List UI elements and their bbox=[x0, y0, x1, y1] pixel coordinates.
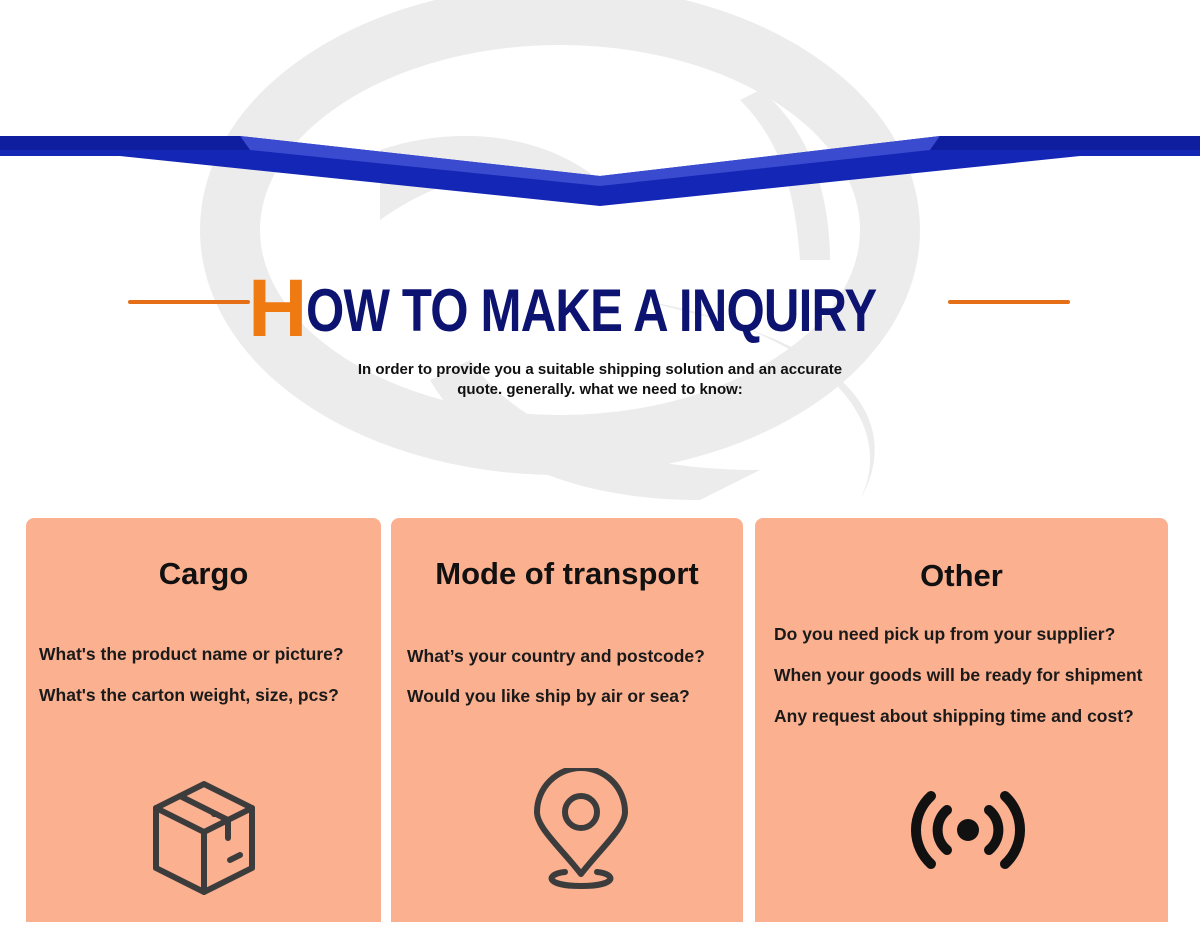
card-item: What's the product name or picture? bbox=[39, 644, 344, 664]
location-pin-icon bbox=[534, 768, 628, 889]
blue-chevron-banner bbox=[0, 136, 1200, 206]
card-title: Cargo bbox=[158, 556, 249, 591]
subtitle-line-2: quote. generally. what we need to know: bbox=[457, 381, 743, 398]
card-item: Any request about shipping time and cost… bbox=[774, 706, 1134, 726]
title-accent-line-left bbox=[128, 300, 250, 304]
card-title: Mode of transport bbox=[435, 556, 699, 591]
card-item: When your goods will be ready for shipme… bbox=[774, 665, 1143, 685]
title-initial: H bbox=[248, 263, 307, 354]
page-title: HOW TO MAKE A INQUIRY bbox=[0, 262, 1200, 356]
title-accent-line-right bbox=[948, 300, 1070, 304]
card-other: Other Do you need pick up from your supp… bbox=[755, 518, 1168, 922]
card-item: Would you like ship by air or sea? bbox=[407, 686, 690, 706]
card-item: What's the carton weight, size, pcs? bbox=[39, 685, 339, 705]
card-cargo: Cargo What's the product name or picture… bbox=[26, 518, 381, 922]
page-subtitle: In order to provide you a suitable shipp… bbox=[300, 360, 900, 400]
title-rest: OW TO MAKE A INQUIRY bbox=[306, 277, 877, 344]
card-mode-of-transport: Mode of transport What’s your country an… bbox=[391, 518, 743, 922]
card-title: Other bbox=[920, 558, 1003, 593]
broadcast-signal-icon bbox=[910, 791, 1026, 869]
card-item: What’s your country and postcode? bbox=[407, 646, 705, 666]
subtitle-line-1: In order to provide you a suitable shipp… bbox=[357, 361, 843, 378]
card-item: Do you need pick up from your supplier? bbox=[774, 624, 1116, 644]
package-box-icon bbox=[153, 781, 255, 895]
